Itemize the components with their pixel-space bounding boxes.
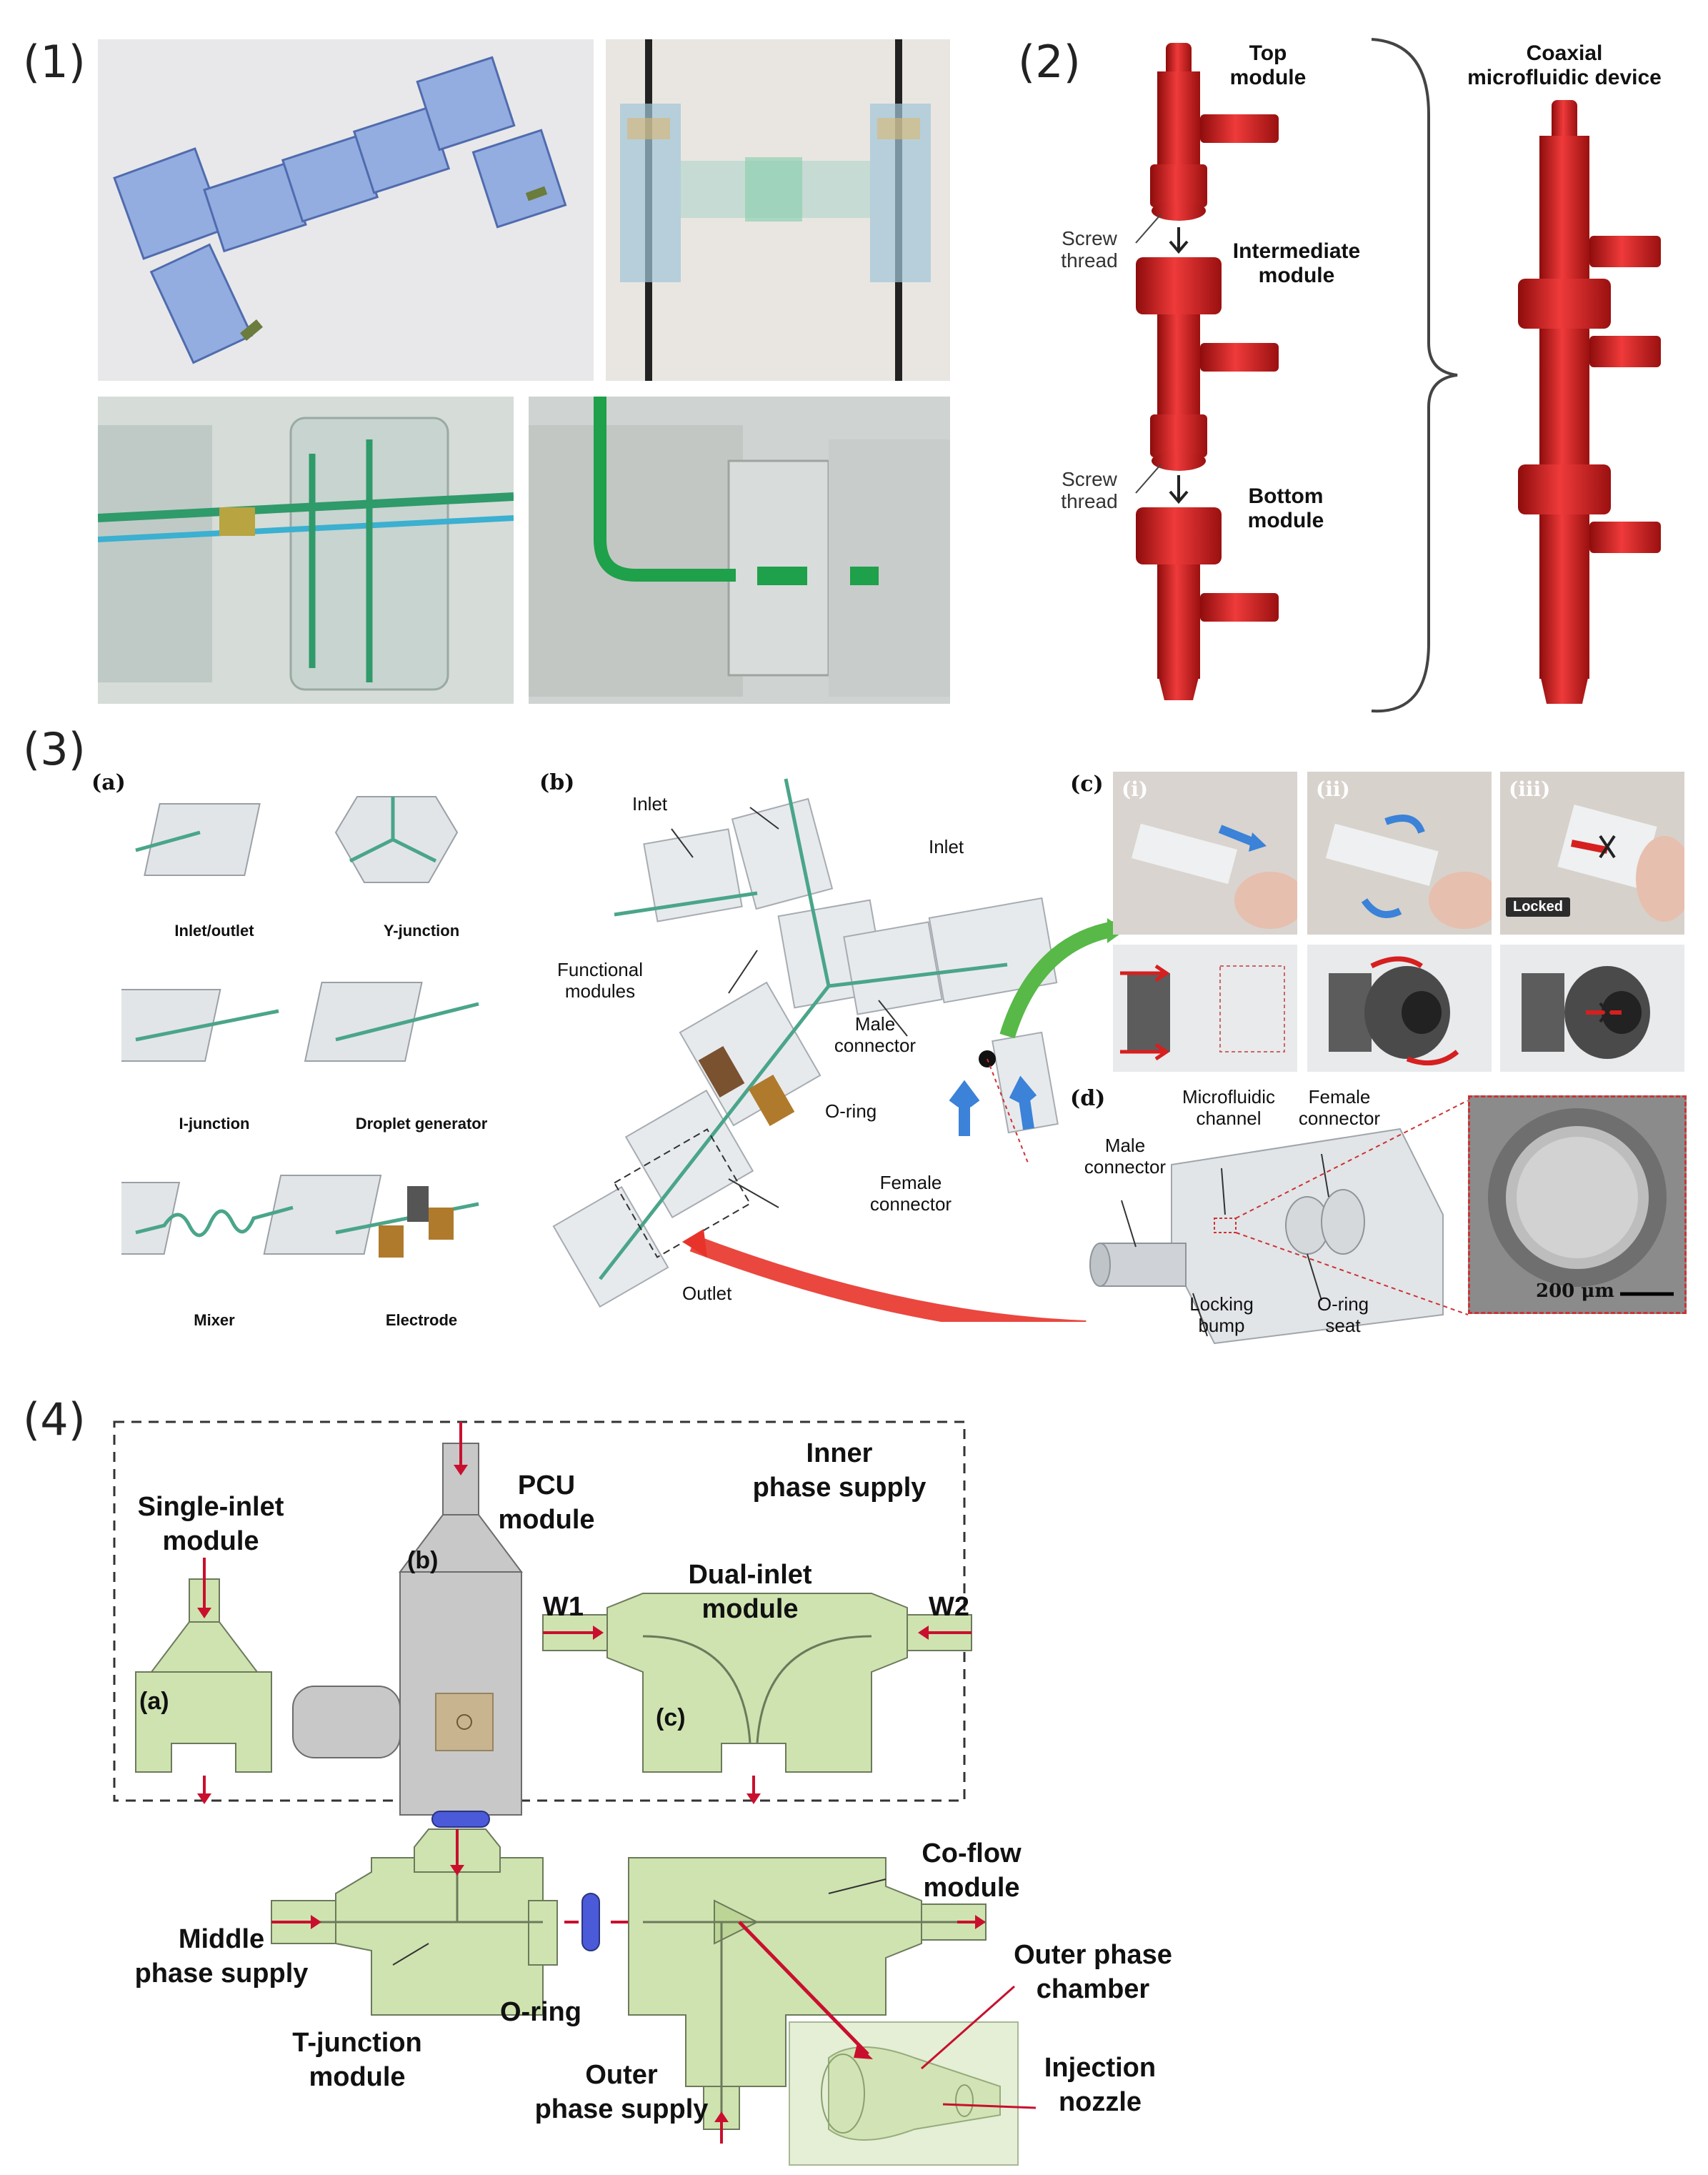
sem-micrograph <box>1468 1095 1687 1314</box>
top-module-label: Top module <box>1229 41 1307 89</box>
panel-3d-connector-render <box>1089 1100 1469 1345</box>
panel-3c-photo-i <box>1113 772 1297 935</box>
panel-1-closeup-photo <box>98 397 514 704</box>
pcu-tag-b: (b) <box>407 1547 439 1574</box>
bottom-module-label: Bottom module <box>1247 484 1324 532</box>
panel-4-module-diagram <box>113 1420 1037 2166</box>
module-caption-electrode: Electrode <box>385 1311 458 1329</box>
bottom-module-shape <box>1136 507 1279 700</box>
female-connector-label: Female connector <box>869 1172 952 1215</box>
d-locking-bump-label: Locking bump <box>1189 1293 1254 1336</box>
pcu-module-label: PCU module <box>498 1470 595 1535</box>
dual-inlet-module-label: Dual-inlet module <box>688 1560 812 1624</box>
inlet-label-left: Inlet <box>632 793 668 815</box>
middle-phase-supply-label: Middle phase supply <box>134 1924 309 1989</box>
panel-3c-photo-ii <box>1307 772 1492 935</box>
dual-inlet-tag-c: (c) <box>656 1704 686 1731</box>
pcu-module-shape <box>292 1443 523 1816</box>
panel-3c-render-ii <box>1307 945 1492 1072</box>
oring-label-4: O-ring <box>500 1997 581 2027</box>
coaxial-device-title: Coaxial microfluidic device <box>1467 41 1662 89</box>
module-caption-i-junction: I-junction <box>179 1115 250 1133</box>
oring-label-3b: O-ring <box>825 1100 877 1122</box>
panel-2-label: (2) <box>1018 36 1081 88</box>
photo-i-tag: (i) <box>1122 777 1149 801</box>
inlet-label-right: Inlet <box>929 836 964 857</box>
panel-1-cad-render <box>98 39 594 381</box>
coflow-module-label: Co-flow module <box>922 1838 1022 1903</box>
panel-1-assembled-photo <box>606 39 950 381</box>
d-oring-seat-label: O-ring seat <box>1317 1293 1369 1336</box>
photo-iii-tag: (iii) <box>1509 777 1551 801</box>
panel-2-coaxial-diagram <box>1135 38 1661 713</box>
locked-badge: Locked <box>1506 897 1571 917</box>
module-caption-mixer: Mixer <box>194 1311 235 1329</box>
panel-3-label: (3) <box>23 723 86 775</box>
panel-1-label: (1) <box>23 36 86 88</box>
functional-modules-label: Functional modules <box>557 959 643 1002</box>
outlet-label: Outlet <box>682 1283 732 1304</box>
panel-3a-tag: (a) <box>91 770 126 795</box>
injection-nozzle-label: Injection nozzle <box>1044 2053 1157 2117</box>
module-caption-droplet-generator: Droplet generator <box>355 1115 488 1133</box>
sem-scale-bar-label: 200 μm <box>1536 1280 1614 1302</box>
screw-thread-label-2: Screw thread <box>1061 468 1118 512</box>
t-junction-module-label: T-junction module <box>292 2028 422 2092</box>
single-inlet-module-label: Single-inlet module <box>137 1492 284 1556</box>
single-inlet-tag-a: (a) <box>139 1688 169 1715</box>
screw-thread-label-1: Screw thread <box>1061 227 1118 272</box>
panel-3c-render-i <box>1113 945 1297 1072</box>
intermediate-module-label: Intermediate module <box>1232 239 1361 287</box>
d-male-connector-label: Male connector <box>1084 1135 1167 1178</box>
module-caption-y-junction: Y-junction <box>383 922 460 940</box>
w2-label: W2 <box>929 1592 969 1622</box>
inner-phase-supply-label: Inner phase supply <box>752 1438 927 1503</box>
panel-3b-tag: (b) <box>539 770 575 795</box>
module-caption-inlet-outlet: Inlet/outlet <box>174 922 254 940</box>
panel-3d-tag: (d) <box>1070 1086 1106 1111</box>
photo-ii-tag: (ii) <box>1316 777 1350 801</box>
panel-4-label: (4) <box>23 1393 86 1445</box>
male-connector-label: Male connector <box>834 1013 917 1056</box>
outer-phase-supply-label: Outer phase supply <box>534 2060 709 2124</box>
panel-3a-module-gallery <box>121 796 479 1258</box>
panel-1-channel-photo <box>529 397 950 704</box>
w1-label: W1 <box>543 1592 584 1622</box>
panel-3c-tag: (c) <box>1070 772 1104 797</box>
top-module-shape <box>1150 43 1279 221</box>
d-microfluidic-channel-label: Microfluidic channel <box>1182 1086 1276 1129</box>
panel-3b-assembly-diagram <box>552 778 1125 1322</box>
panel-3c-render-iii <box>1500 945 1684 1072</box>
intermediate-module-shape <box>1136 257 1279 471</box>
outer-phase-chamber-label: Outer phase chamber <box>1014 1940 1172 2004</box>
coaxial-device-shape <box>1518 100 1661 704</box>
d-female-connector-label: Female connector <box>1298 1086 1381 1129</box>
